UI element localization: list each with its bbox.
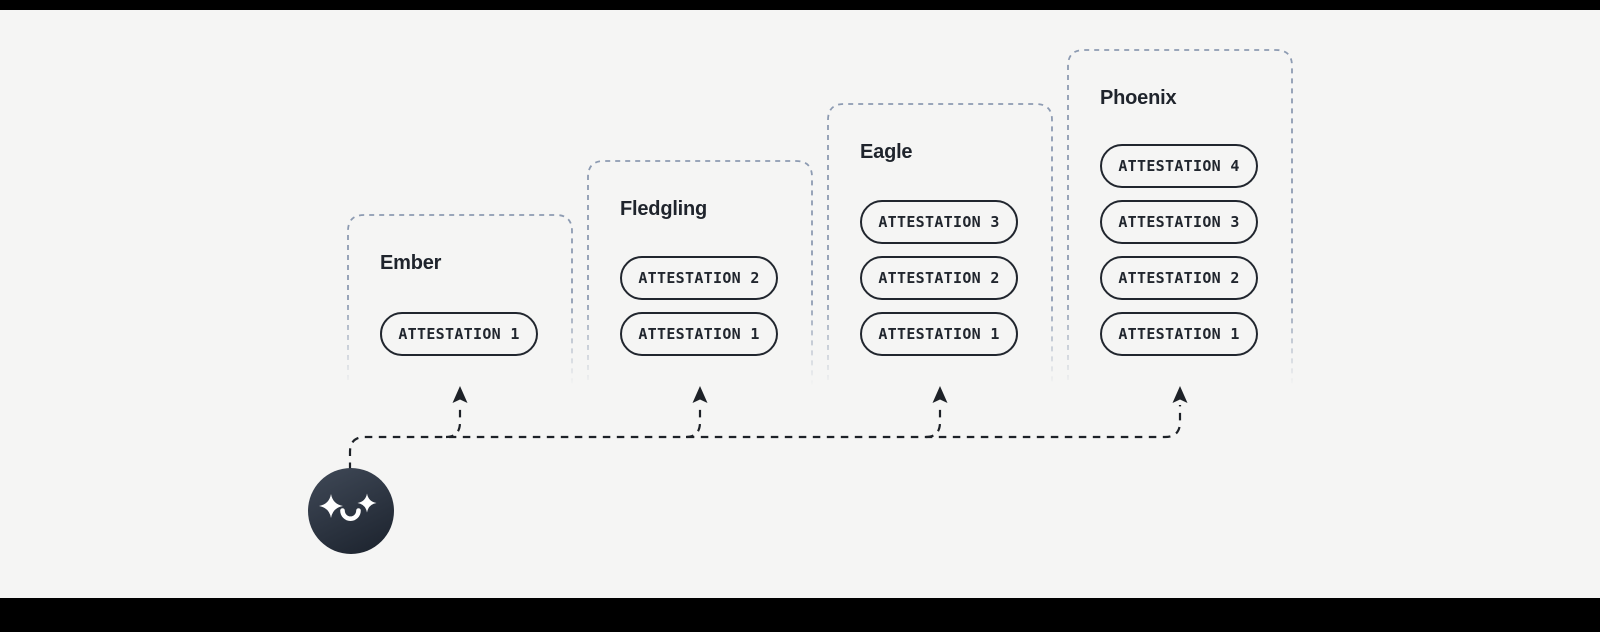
attestation-list: ATTESTATION 3 ATTESTATION 2 ATTESTATION … [860, 200, 1018, 356]
attestation-badge: ATTESTATION 1 [860, 312, 1018, 356]
connector-main-line [348, 405, 1182, 470]
attestation-badge: ATTESTATION 2 [1100, 256, 1258, 300]
connector-branch-ember [445, 405, 462, 439]
attestation-badge: ATTESTATION 3 [1100, 200, 1258, 244]
smile-icon [340, 508, 361, 521]
arrowhead-ember-icon [452, 386, 468, 403]
stage-title: Phoenix [1100, 87, 1177, 109]
attestation-badge: ATTESTATION 1 [380, 312, 538, 356]
attestation-badge: ATTESTATION 1 [1100, 312, 1258, 356]
attestation-list: ATTESTATION 4 ATTESTATION 3 ATTESTATION … [1100, 144, 1258, 356]
stage-title: Fledgling [620, 198, 708, 220]
phoenix-card-outline [1067, 49, 1293, 390]
stage-title: Eagle [860, 141, 913, 163]
stage-card-phoenix: Phoenix ATTESTATION 4 ATTESTATION 3 ATTE… [1068, 50, 1292, 390]
stage-title: Ember [380, 252, 442, 274]
letterbox-top-bar [0, 0, 1600, 10]
stage-card-eagle: Eagle ATTESTATION 3 ATTESTATION 2 ATTEST… [828, 104, 1052, 390]
letterbox-bottom-bar [0, 598, 1600, 632]
arrowhead-eagle-icon [932, 386, 948, 403]
attestation-badge: ATTESTATION 4 [1100, 144, 1258, 188]
stage-card-ember: Ember ATTESTATION 1 [348, 215, 572, 390]
connector-branch-eagle [925, 405, 942, 439]
attestation-list: ATTESTATION 2 ATTESTATION 1 [620, 256, 778, 356]
stage-card-fledgling: Fledgling ATTESTATION 2 ATTESTATION 1 [588, 161, 812, 390]
attestation-badge: ATTESTATION 2 [620, 256, 778, 300]
sparkle-eye-right-icon [357, 493, 377, 513]
eagle-card-outline [827, 103, 1053, 390]
ember-card-outline [347, 214, 573, 390]
arrowhead-phoenix-icon [1172, 386, 1188, 403]
mascot-avatar [308, 468, 394, 554]
attestation-badge: ATTESTATION 2 [860, 256, 1018, 300]
connector-branch-fledgling [685, 405, 702, 439]
mascot-head [308, 468, 394, 554]
attestation-list: ATTESTATION 1 [380, 312, 538, 356]
sparkle-eye-left-icon [319, 494, 343, 518]
arrowhead-fledgling-icon [692, 386, 708, 403]
attestation-badge: ATTESTATION 3 [860, 200, 1018, 244]
attestation-badge: ATTESTATION 1 [620, 312, 778, 356]
fledgling-card-outline [587, 160, 813, 390]
